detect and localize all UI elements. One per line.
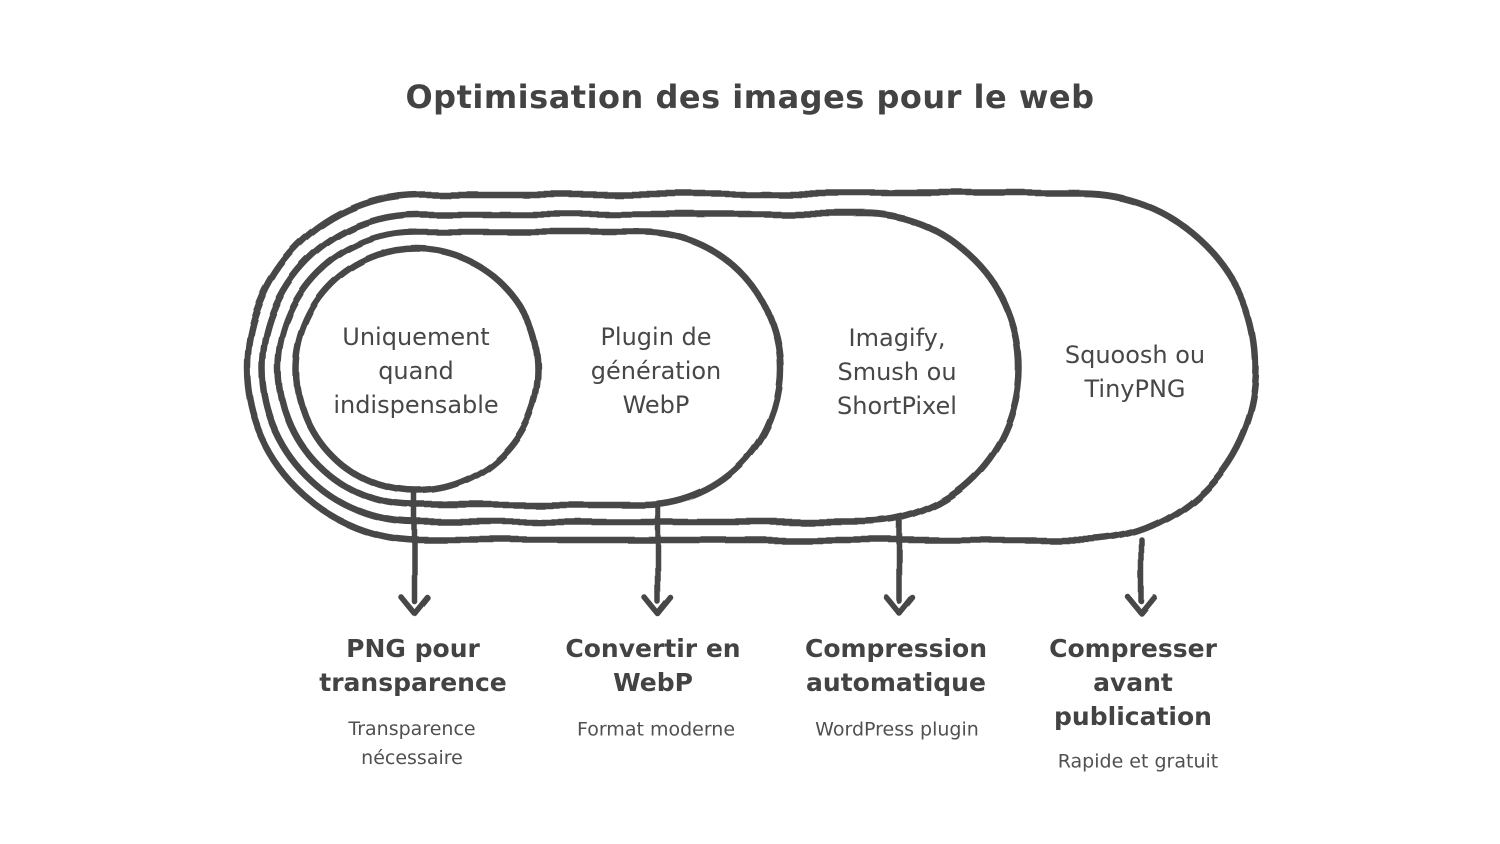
page-title: Optimisation des images pour le web <box>405 78 1095 116</box>
ring-label-png: Uniquement quand indispensable <box>333 323 499 419</box>
outcome-label-compresser: Compresser avant publication <box>1049 634 1217 731</box>
ring-label-webp: Plugin de génération WebP <box>590 323 722 419</box>
ring-squoosh-tinypng <box>243 190 1260 544</box>
note-label-compresser: Rapide et gratuit <box>1057 750 1219 773</box>
outcome-label-webp: Convertir en WebP <box>565 634 741 697</box>
ring-label-imagify: Imagify, Smush ou ShortPixel <box>837 324 957 420</box>
outcome-label-compression: Compression automatique <box>804 634 988 697</box>
note-label-png: Transparence nécessaire <box>348 718 476 769</box>
arrow-compresser <box>1126 537 1158 617</box>
ring-imagify-smush-shortpixel <box>258 210 1023 526</box>
ring-webp-plugin <box>274 228 784 509</box>
outcome-label-png: PNG pour transparence <box>319 634 507 697</box>
ring-label-squoosh: Squoosh ou TinyPNG <box>1064 341 1206 403</box>
note-label-compression: WordPress plugin <box>815 718 979 741</box>
arrow-png <box>399 489 431 617</box>
arrow-webp <box>642 502 674 617</box>
arrow-compression <box>884 518 916 617</box>
note-label-webp: Format moderne <box>576 718 736 741</box>
